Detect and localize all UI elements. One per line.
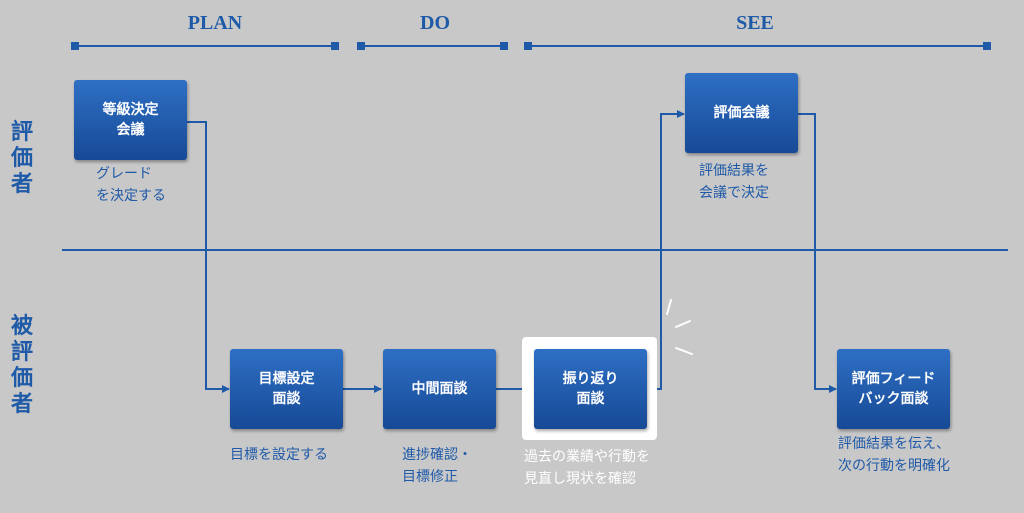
phase-bar-plan <box>71 42 339 50</box>
row-label-evaluator: 評 価 者 <box>10 120 33 197</box>
box-midterm-interview: 中間面談 <box>383 349 496 429</box>
box-review-interview: 振り返り 面談 <box>534 349 647 429</box>
phase-bar-see <box>524 42 991 50</box>
row-label-evaluatee: 被 評 価 者 <box>10 314 33 417</box>
phase-do-label: DO <box>420 12 450 34</box>
box-goal-setting: 目標設定 面談 <box>230 349 343 429</box>
arrow-grade-to-goal <box>187 121 230 393</box>
box-grade-meeting: 等級決定 会議 <box>74 80 187 160</box>
caption-evaluation-meeting: 評価結果を 会議で決定 <box>699 163 769 201</box>
sparkle-marks <box>666 299 693 355</box>
phase-plan-label: PLAN <box>187 12 243 34</box>
caption-feedback: 評価結果を伝え、 次の行動を明確化 <box>838 436 950 474</box>
box-feedback-interview: 評価フィード バック面談 <box>837 349 950 429</box>
caption-midterm: 進捗確認・ 目標修正 <box>402 447 472 485</box>
caption-review: 過去の業績や行動を 見直し現状を確認 <box>524 449 650 487</box>
phase-bar-do <box>357 42 508 50</box>
caption-grade: グレード を決定する <box>96 166 166 204</box>
arrow-eval-to-feedback <box>798 113 837 393</box>
phase-see-label: SEE <box>736 12 774 34</box>
caption-goal: 目標を設定する <box>230 447 328 463</box>
box-evaluation-meeting: 評価会議 <box>685 73 798 153</box>
